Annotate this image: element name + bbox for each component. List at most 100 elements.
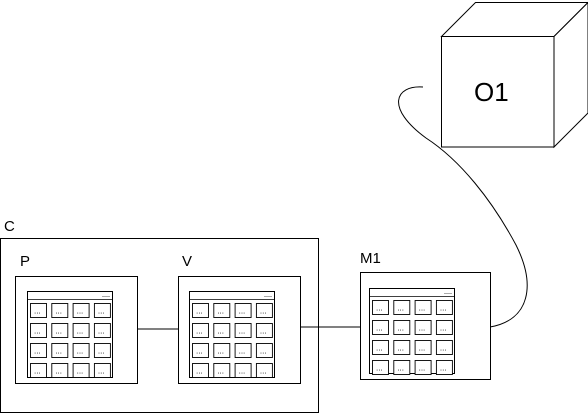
grid-cell: ... [72,303,90,318]
grid-cell-box [192,363,209,378]
grid-cell: ... [372,340,389,355]
grid-cell: ... [372,320,389,335]
grid-cell: ... [51,303,69,318]
grid-cell-text: ... [440,304,447,313]
grid-cell: ... [51,363,69,378]
grid-cell-box [72,363,90,378]
grid-cell-box [372,300,389,315]
grid-cell-text: ... [397,304,404,313]
grid-cell: ... [192,343,209,358]
grid-cell: ... [234,363,252,378]
grid-cell-box [93,343,111,358]
grid-cell-box [51,303,69,318]
grid-cell-text: ... [260,327,267,336]
grid-cell-box [393,320,411,335]
grid-cell: ... [393,360,411,375]
grid-cell-box [192,323,209,338]
grid-cell-text: ... [440,364,447,373]
grid-cell: ... [72,363,90,378]
grid-cell-text: ... [34,347,41,356]
grid-cell-box [435,320,453,335]
screen-v: V.......................................… [178,253,301,384]
grid-cell-text: ... [196,307,203,316]
grid-cell-box [372,360,389,375]
grid-cell-box [93,363,111,378]
grid-cell-box [234,303,252,318]
grid-cell: ... [435,300,453,315]
grid-cell-text: ... [98,347,105,356]
grid-cell: ... [93,343,111,358]
grid-cell: ... [393,300,411,315]
grid-cell: ... [393,340,411,355]
screen-m1: M1......................................… [360,250,491,380]
grid-cell-text: ... [55,347,62,356]
screen-p: P.......................................… [15,253,138,384]
grid-cell-text: ... [77,307,84,316]
grid-cell-text: ... [260,347,267,356]
grid-cell-box [414,320,432,335]
grid-cell: ... [414,360,432,375]
grid-cell-box [255,343,273,358]
grid-cell-text: ... [239,327,246,336]
screen-v-label: V [182,253,192,270]
grid-cell-text: ... [34,367,41,376]
grid-cell: ... [30,303,47,318]
grid-cell-text: ... [55,367,62,376]
container-c-label: C [4,218,15,235]
grid-cell-box [372,340,389,355]
grid-cell-box [393,300,411,315]
grid-cell-box [30,323,47,338]
grid-cell-box [435,300,453,315]
grid-cell-text: ... [397,344,404,353]
grid-cell-box [255,363,273,378]
grid-cell-box [72,303,90,318]
grid-cell-box [255,323,273,338]
cube-front-face [441,36,555,148]
grid-cell: ... [30,343,47,358]
grid-cell: ... [372,360,389,375]
grid-cell-box [30,363,47,378]
grid-cell-box [30,343,47,358]
grid-cell-text: ... [34,327,41,336]
grid-cell-box [435,360,453,375]
grid-cell-text: ... [397,324,404,333]
grid-cell: ... [213,363,231,378]
screen-p-panel: ........................................… [27,291,113,378]
grid-cell-box [234,363,252,378]
grid-cell: ... [435,360,453,375]
grid-cell-box [372,320,389,335]
grid-cell-text: ... [239,307,246,316]
grid-cell-text: ... [196,347,203,356]
connector-m1-o1 [398,86,528,328]
grid-cell-text: ... [196,327,203,336]
grid-cell: ... [51,343,69,358]
grid-cell: ... [213,343,231,358]
grid-cell-text: ... [196,367,203,376]
grid-cell: ... [435,340,453,355]
grid-cell-text: ... [55,307,62,316]
grid-cell-box [51,363,69,378]
grid-cell: ... [192,303,209,318]
grid-cell-box [234,323,252,338]
grid-cell: ... [234,343,252,358]
grid-cell: ... [192,323,209,338]
grid-cell-box [414,360,432,375]
grid-cell-text: ... [98,327,105,336]
grid-cell: ... [255,343,273,358]
grid-cell-box [414,300,432,315]
grid-cell: ... [51,323,69,338]
grid-cell-text: ... [376,364,383,373]
grid-cell-text: ... [217,367,224,376]
grid-cell-text: ... [376,324,383,333]
grid-cell-text: ... [419,364,426,373]
grid-cell-box [213,343,231,358]
grid-cell-text: ... [440,324,447,333]
grid-cell-text: ... [77,347,84,356]
grid-cell-box [72,323,90,338]
grid-cell-text: ... [55,327,62,336]
grid-cell: ... [414,340,432,355]
grid-cell: ... [30,363,47,378]
grid-cell-text: ... [217,347,224,356]
grid-cell: ... [372,300,389,315]
grid-cell: ... [30,323,47,338]
